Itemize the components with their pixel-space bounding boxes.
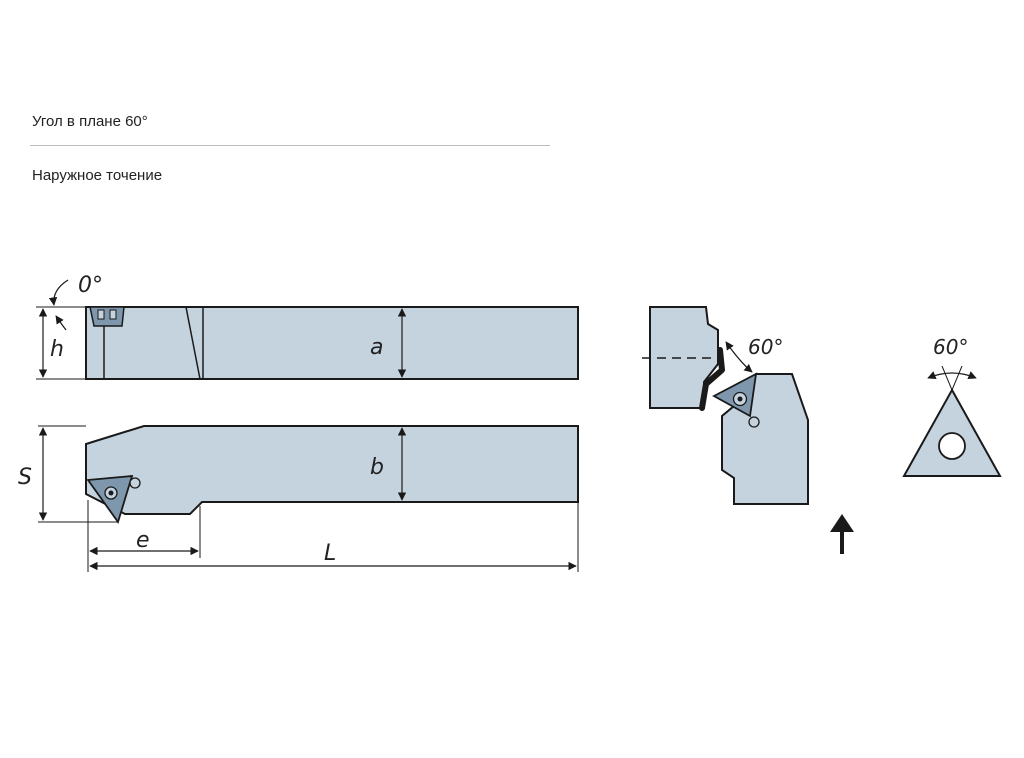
machined-profile — [699, 347, 725, 411]
a-label: a — [370, 335, 383, 360]
insert-extension-left — [941, 365, 953, 391]
side-angle-arc — [725, 341, 753, 373]
insert-front — [86, 474, 134, 525]
e-label: e — [136, 528, 150, 553]
l-label: L — [324, 541, 336, 566]
side-view: 60° — [642, 306, 854, 554]
insert-hole — [938, 432, 966, 460]
section-subtitle: Наружное точение — [32, 167, 163, 184]
zero-angle-arrow-lower — [55, 315, 67, 331]
feed-arrow — [830, 514, 854, 554]
divider — [30, 145, 550, 146]
insert-angle-label: 60° — [933, 335, 968, 359]
top-view: h 0° a — [36, 273, 579, 380]
insert-side — [712, 372, 758, 418]
insert-angle-arc — [927, 371, 977, 379]
clamp-screw-front — [129, 477, 141, 489]
s-label: S — [18, 465, 32, 490]
insert-detail: 60° — [902, 335, 1002, 477]
zero-angle-arrow — [48, 279, 69, 306]
holder-top-body — [85, 306, 579, 380]
holder-front-body — [85, 425, 579, 515]
zero-angle-label: 0° — [78, 273, 103, 298]
taper-line — [185, 306, 201, 380]
clamp-top — [89, 306, 125, 327]
h-label: h — [50, 337, 64, 362]
insert-extension-right — [951, 365, 963, 391]
clamp-screw-side — [748, 416, 760, 428]
workpiece — [649, 306, 719, 409]
section-title: Угол в плане 60° — [32, 113, 148, 130]
front-view: S b e L — [18, 425, 579, 572]
side-angle-label: 60° — [748, 335, 783, 359]
b-label: b — [370, 455, 384, 480]
